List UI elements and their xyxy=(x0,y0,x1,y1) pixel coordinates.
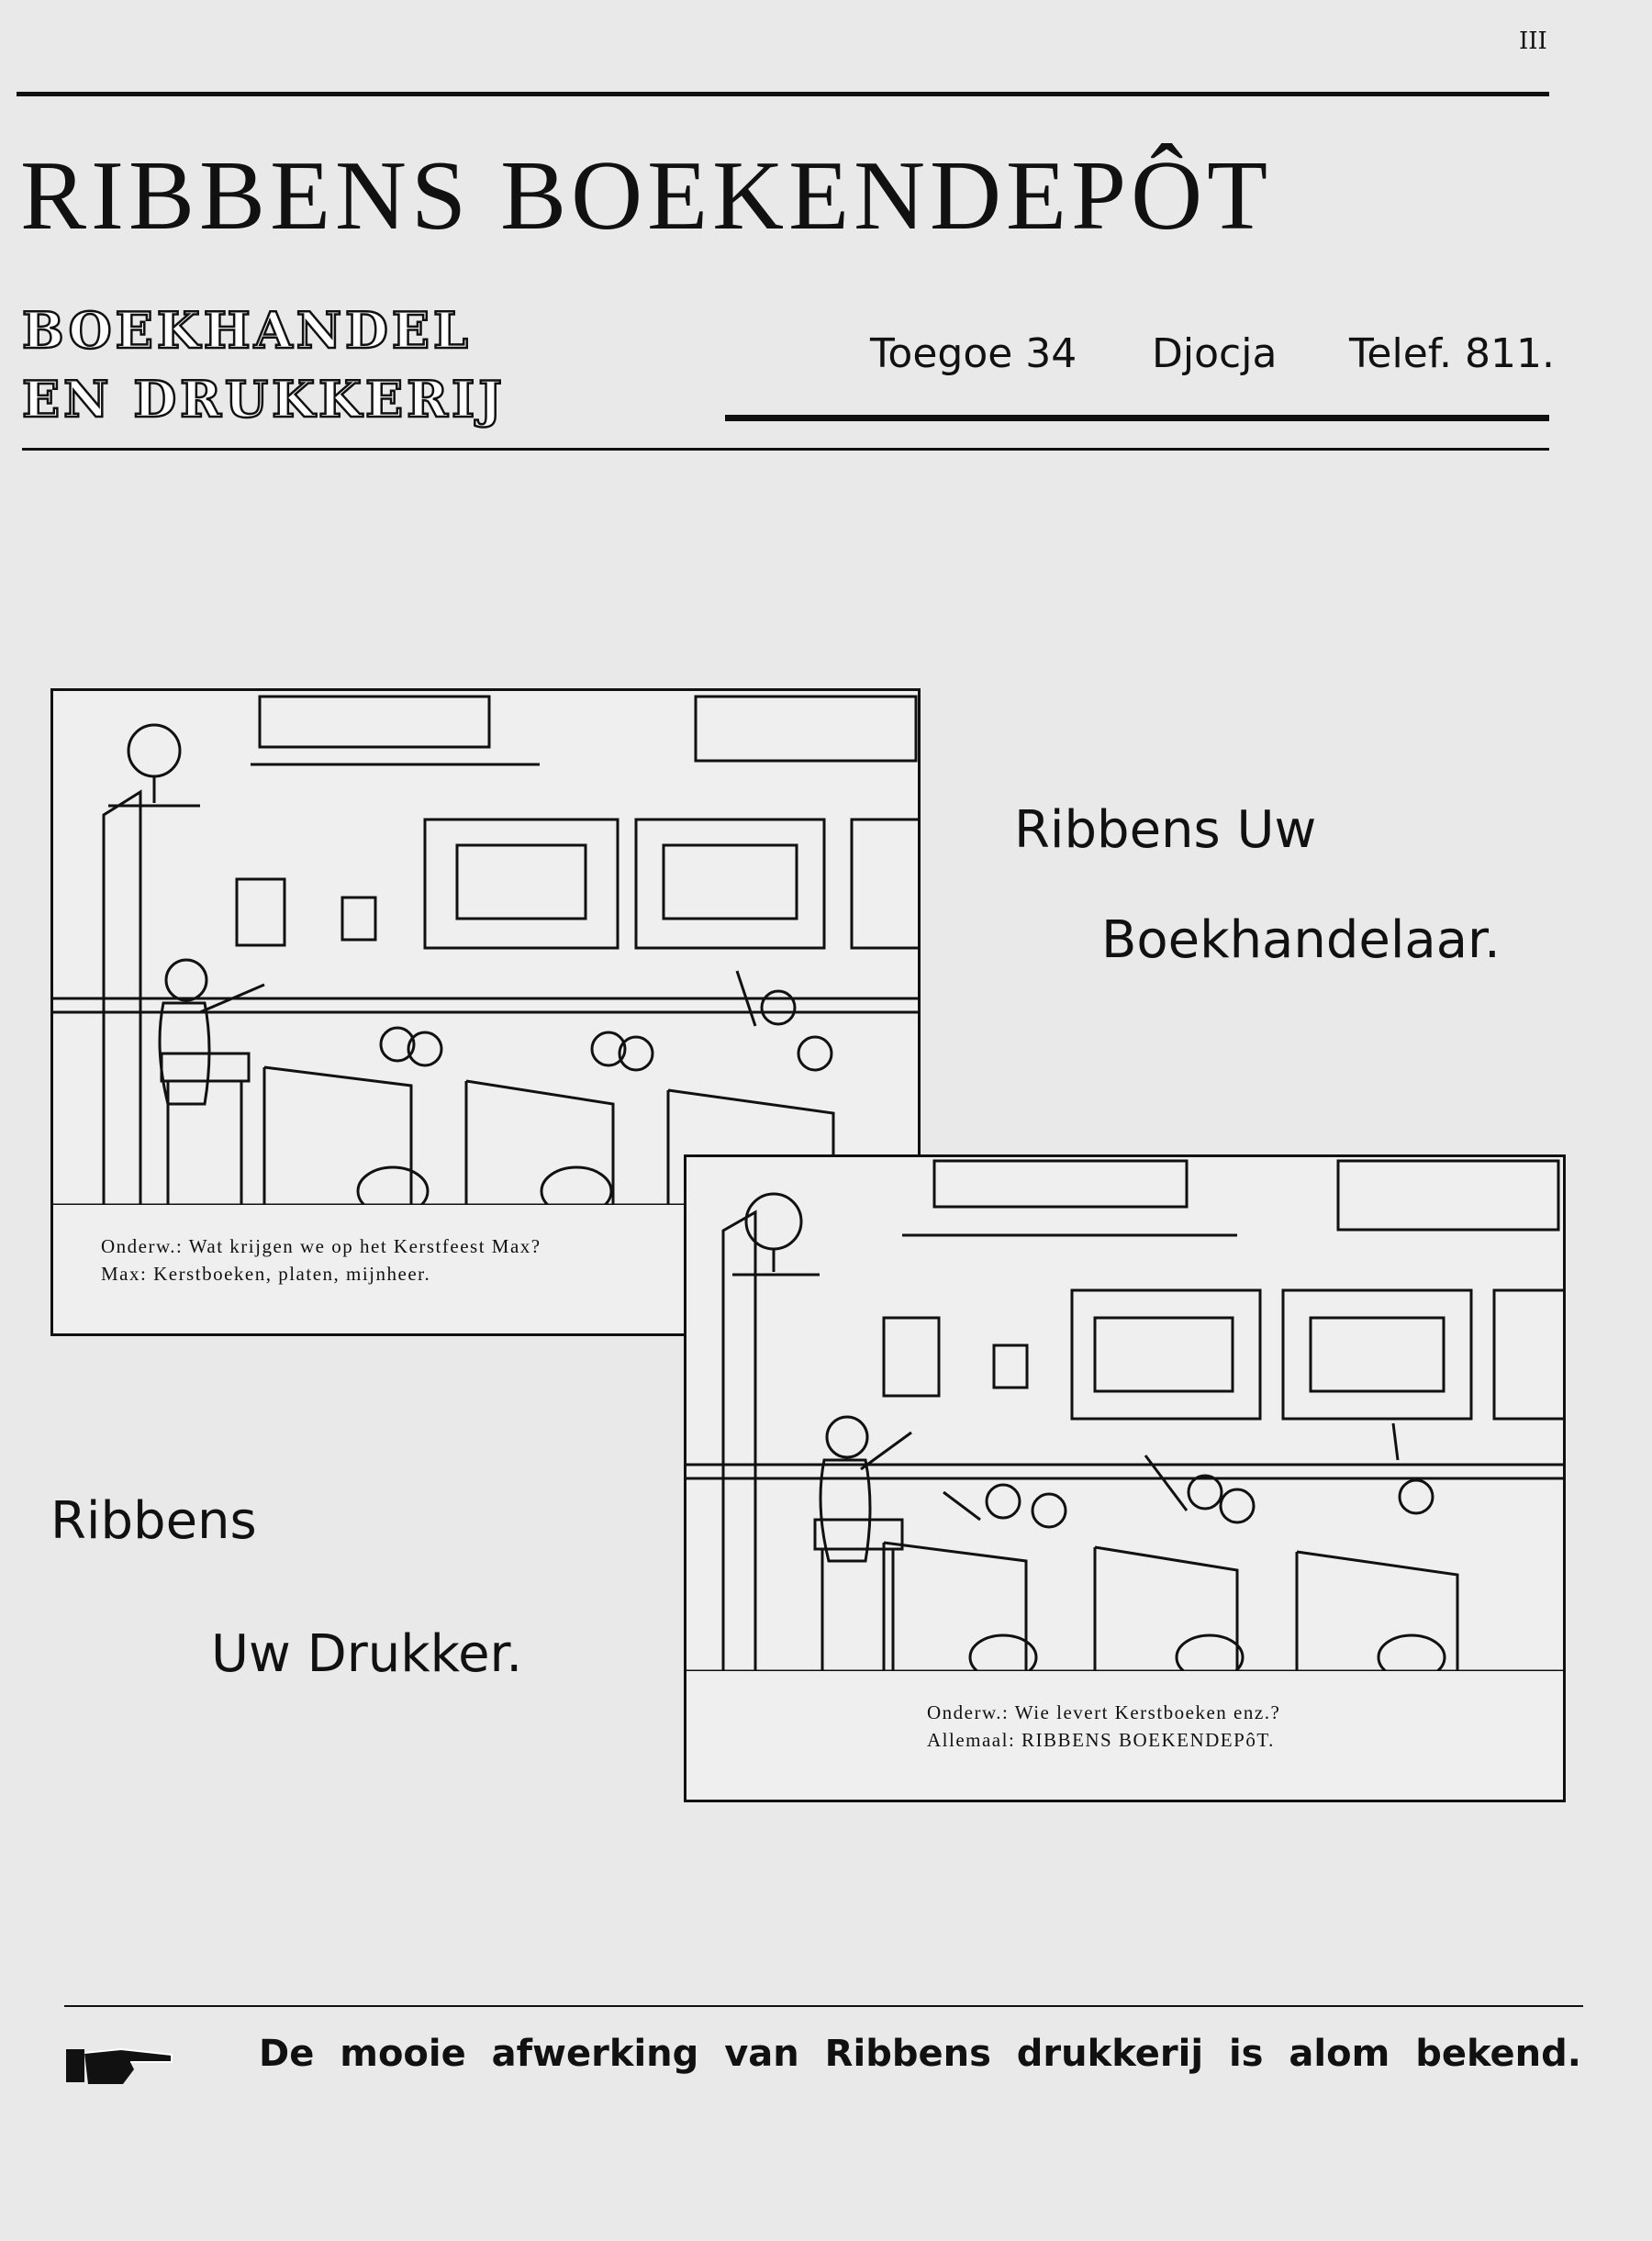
cartoon-2-caption-line2: Allemaal: RIBBENS BOEKENDEPôT. xyxy=(927,1729,1275,1751)
footer-rule xyxy=(64,2005,1583,2007)
subtitle-printing: EN DRUKKERIJ xyxy=(21,370,506,429)
address-phone: Telef. 811. xyxy=(1349,330,1555,377)
classroom-illustration-1 xyxy=(53,695,918,1205)
header-top-rule xyxy=(17,92,1549,96)
store-title: RIBBENS BOEKENDEPÔT xyxy=(20,141,1273,251)
page-number: III xyxy=(1519,28,1547,55)
slogan-printer-line1: Ribbens xyxy=(50,1491,257,1551)
pointing-hand-icon xyxy=(66,2047,173,2084)
footer-tagline: De mooie afwerking van Ribbens drukkerij… xyxy=(259,2033,1581,2075)
cartoon-1-caption-line1: Onderw.: Wat krijgen we op het Kerstfees… xyxy=(101,1235,541,1257)
cartoon-panel-2: Onderw.: Wie levert Kerstboeken enz.? Al… xyxy=(684,1154,1566,1802)
cartoon-panel-1: Onderw.: Wat krijgen we op het Kerstfees… xyxy=(50,688,921,1336)
slogan-printer-line2: Uw Drukker. xyxy=(211,1624,523,1684)
cartoon-1-caption-line2: Max: Kerstboeken, platen, mijnheer. xyxy=(101,1263,431,1285)
slogan-bookseller-line1: Ribbens Uw xyxy=(1014,800,1317,860)
subtitle-bookshop: BOEKHANDEL xyxy=(21,301,473,360)
slogan-bookseller-line2: Boekhandelaar. xyxy=(1101,910,1501,970)
header-bottom-rule-left xyxy=(22,448,1549,451)
header-bottom-rule xyxy=(725,415,1549,421)
cartoon-2-caption-line1: Onderw.: Wie levert Kerstboeken enz.? xyxy=(927,1701,1281,1723)
classroom-illustration-2 xyxy=(686,1159,1563,1671)
address-city: Djocja xyxy=(1152,330,1278,377)
address-street: Toegoe 34 xyxy=(870,330,1077,377)
